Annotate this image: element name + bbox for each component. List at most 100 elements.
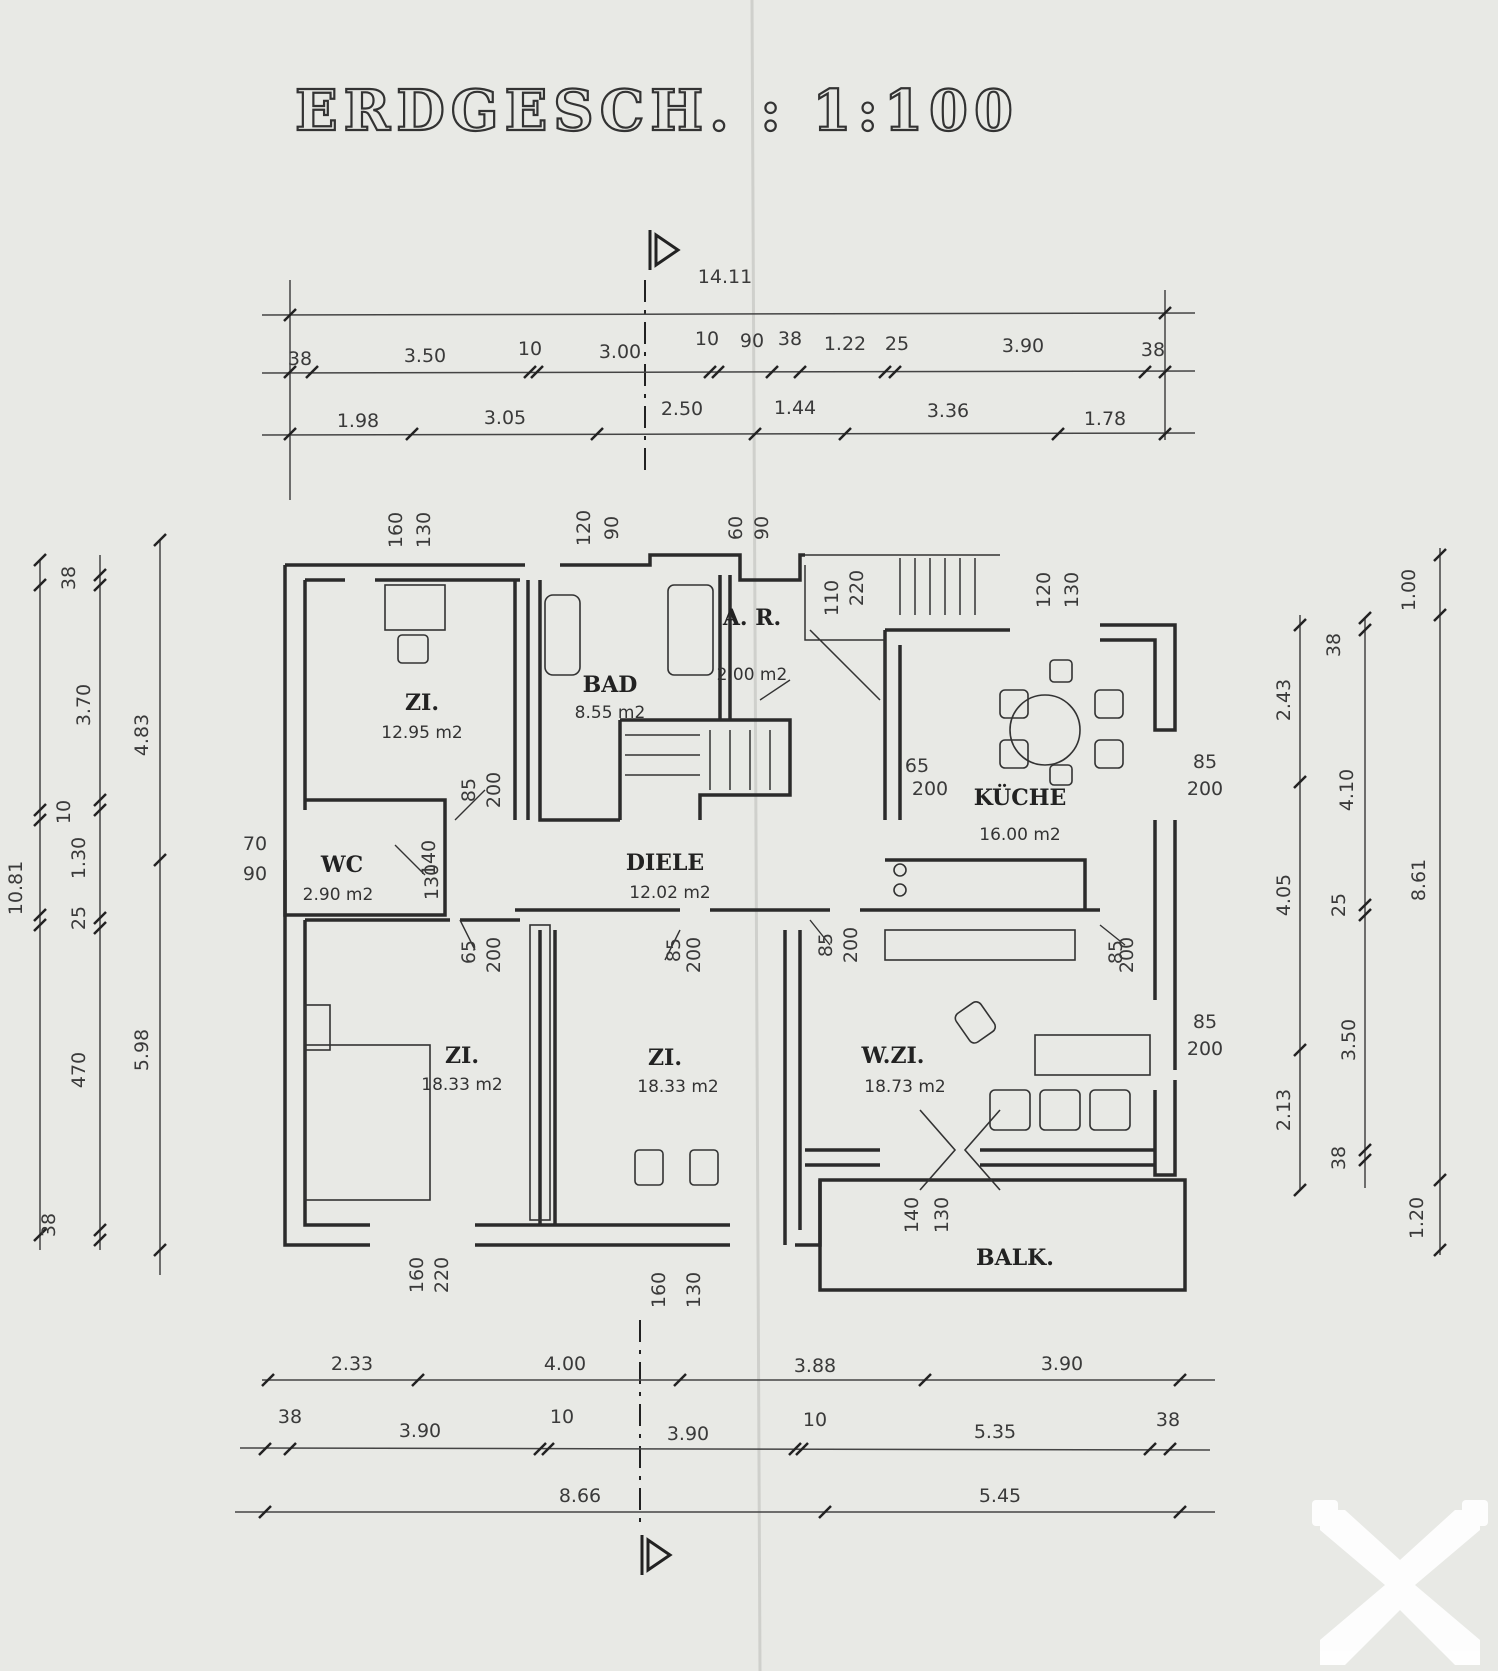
- dim-top-row2: 3.05: [484, 407, 526, 429]
- dimension-tick: [765, 365, 779, 379]
- dimension-tick: [283, 308, 297, 322]
- dim-opening: 130: [1061, 572, 1083, 608]
- dimension-tick: [1293, 1043, 1307, 1057]
- dim-opening: 65: [905, 755, 929, 777]
- dimension-tick: [93, 911, 107, 925]
- dimension-tick: [748, 427, 762, 441]
- room-name: WC: [320, 852, 363, 878]
- dimension-tick: [33, 803, 47, 817]
- room-area: 18.33 m2: [421, 1075, 502, 1095]
- room-area: 2.00 m2: [717, 665, 788, 685]
- dimension-tick: [1433, 548, 1447, 562]
- dim-opening: 85: [458, 778, 480, 802]
- dimension-tick: [258, 1505, 272, 1519]
- dim-right: 1.00: [1398, 569, 1420, 611]
- dimension-tick: [1293, 618, 1307, 632]
- dimension-tick: [1433, 1173, 1447, 1187]
- dim-opening: 200: [683, 937, 705, 973]
- dimension-tick: [1158, 306, 1172, 320]
- dimension-tick: [795, 1442, 809, 1456]
- dimension-tick: [33, 908, 47, 922]
- dim-opening: 90: [751, 516, 773, 540]
- dim-opening: 200: [483, 772, 505, 808]
- dim-right: 4.10: [1336, 769, 1358, 811]
- room-area: 18.73 m2: [864, 1077, 945, 1097]
- dim-opening: 220: [431, 1257, 453, 1293]
- dim-opening: 200: [912, 778, 948, 800]
- dimension-tick: [590, 427, 604, 441]
- dim-opening: 85: [815, 933, 837, 957]
- dim-right: 38: [1323, 633, 1345, 657]
- dimension-tick: [33, 553, 47, 567]
- dim-top-row1: 10: [518, 338, 542, 360]
- room-area: 12.02 m2: [629, 883, 710, 903]
- dim-opening: 85: [663, 938, 685, 962]
- room-area: 16.00 m2: [979, 825, 1060, 845]
- dimension-tick: [1051, 427, 1065, 441]
- dimension-tick: [93, 803, 107, 817]
- dim-opening: 130: [413, 512, 435, 548]
- dimension-tick: [673, 1373, 687, 1387]
- dimension-tick: [888, 365, 902, 379]
- dim-left: 90: [243, 863, 267, 885]
- dim-top-row2: 1.98: [337, 410, 379, 432]
- dimension-tick: [1358, 611, 1372, 625]
- dim-bottom-row3: 8.66: [559, 1485, 601, 1507]
- dim-opening: 160: [385, 512, 407, 548]
- dim-left: 10.81: [5, 861, 27, 915]
- dim-left: 1.30: [68, 837, 90, 879]
- dim-opening: 120: [1033, 572, 1055, 608]
- dimension-tick: [1173, 1505, 1187, 1519]
- dim-bottom-row1: 3.90: [1041, 1353, 1083, 1375]
- dim-top-row2: 1.78: [1084, 408, 1126, 430]
- dim-right: 25: [1328, 893, 1350, 917]
- dim-opening: 130: [931, 1197, 953, 1233]
- dimension-tick: [1358, 898, 1372, 912]
- dim-top-row1: 1.22: [824, 333, 866, 355]
- dimension-tick: [33, 578, 47, 592]
- dimension-tick: [411, 1373, 425, 1387]
- room-name: W.ZI.: [861, 1043, 925, 1069]
- plan-title: ERDGESCH. : 1:100: [295, 78, 1019, 144]
- dimension-tick: [918, 1373, 932, 1387]
- dimension-tick: [153, 533, 167, 547]
- room-area: 12.95 m2: [381, 723, 462, 743]
- dim-right: 1.20: [1406, 1197, 1428, 1239]
- dimension-tick: [153, 853, 167, 867]
- dim-top-row1: 3.00: [599, 341, 641, 363]
- dim-left: 3.70: [73, 684, 95, 726]
- section-marker-top: [644, 230, 681, 470]
- dim-opening: 220: [846, 570, 868, 606]
- dim-bottom-row1: 2.33: [331, 1353, 373, 1375]
- dim-opening: 140: [418, 840, 440, 876]
- dim-opening: 200: [1116, 937, 1138, 973]
- dim-bottom-row1: 3.88: [794, 1355, 836, 1377]
- dim-top-row1: 38: [288, 348, 312, 370]
- dimension-tick: [703, 365, 717, 379]
- dimension-tick: [1358, 1143, 1372, 1157]
- section-marker-bottom: [639, 1320, 673, 1575]
- dim-overall-top: 14.11: [698, 266, 752, 288]
- dim-opening: 200: [1187, 1038, 1223, 1060]
- dim-bottom-row1: 4.00: [544, 1353, 586, 1375]
- dim-right: 38: [1328, 1146, 1350, 1170]
- dimension-tick: [1293, 775, 1307, 789]
- dim-opening: 140: [901, 1197, 923, 1233]
- dim-top-row1: 90: [740, 330, 764, 352]
- dimension-tick: [1158, 427, 1172, 441]
- dimension-tick: [788, 1442, 802, 1456]
- dimension-tick: [1358, 1153, 1372, 1167]
- dimension-tick: [793, 365, 807, 379]
- dimension-tick: [1433, 1243, 1447, 1257]
- dimension-tick: [258, 1442, 272, 1456]
- dimension-tick: [261, 1373, 275, 1387]
- dim-opening: 60: [725, 516, 747, 540]
- staircase: [625, 554, 1000, 790]
- dim-bottom-row2: 10: [550, 1406, 574, 1428]
- room-name: KÜCHE: [974, 783, 1067, 811]
- dim-bottom-row2: 3.90: [399, 1420, 441, 1442]
- dim-bottom-row2: 10: [803, 1409, 827, 1431]
- dim-opening: 130: [421, 864, 443, 900]
- dimension-tick: [1358, 623, 1372, 637]
- dim-opening: 85: [1105, 940, 1127, 964]
